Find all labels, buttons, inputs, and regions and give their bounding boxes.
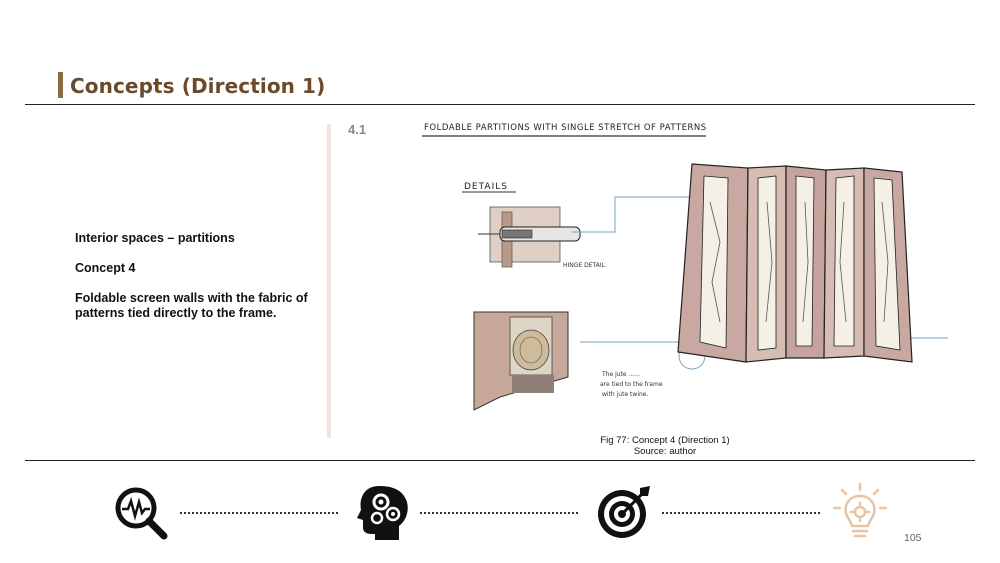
- analysis-icon: [115, 487, 168, 540]
- jute-note: The jute ...... are tied to the frame wi…: [600, 371, 663, 398]
- hinge-detail-drawing: [478, 206, 581, 268]
- title-accent-bar: [58, 72, 63, 98]
- process-connector: [662, 512, 820, 514]
- caption-source: Source: author: [633, 446, 697, 457]
- description-category: Interior spaces – partitions: [75, 231, 235, 245]
- details-label: DETAILS: [464, 182, 508, 192]
- process-connector: [180, 512, 338, 514]
- description-detail: Foldable screen walls with the fabric of…: [75, 291, 308, 320]
- process-connector: [420, 512, 578, 514]
- sketch-number: 4.1: [348, 122, 366, 137]
- lightbulb-icon: [832, 482, 888, 538]
- page-number: 105: [904, 532, 922, 544]
- folding-screen-drawing: [677, 163, 913, 363]
- footer-divider: [25, 460, 975, 461]
- page-title: Concepts (Direction 1): [70, 74, 326, 98]
- figure-caption: Fig 77: Concept 4 (Direction 1) Source: …: [540, 435, 790, 457]
- jute-note-line: The jute ......: [601, 371, 640, 378]
- thinking-head-icon: [357, 486, 408, 540]
- frame-detail-drawing: [473, 311, 569, 411]
- concept-description: Interior spaces – partitions Concept 4 F…: [75, 231, 335, 336]
- caption-title: Fig 77: Concept 4 (Direction 1): [600, 435, 730, 446]
- header-divider: [25, 104, 975, 105]
- jute-note-line: are tied to the frame: [600, 381, 663, 388]
- sketch-heading: FOLDABLE PARTITIONS WITH SINGLE STRETCH …: [424, 123, 707, 133]
- concept-sketch: 4.1 FOLDABLE PARTITIONS WITH SINGLE STRE…: [348, 122, 948, 411]
- description-concept: Concept 4: [75, 261, 136, 275]
- target-icon: [598, 486, 650, 538]
- hinge-note: HINGE DETAIL.: [563, 262, 607, 269]
- vertical-divider: [327, 124, 331, 438]
- jute-note-line: with jute twine.: [602, 391, 648, 398]
